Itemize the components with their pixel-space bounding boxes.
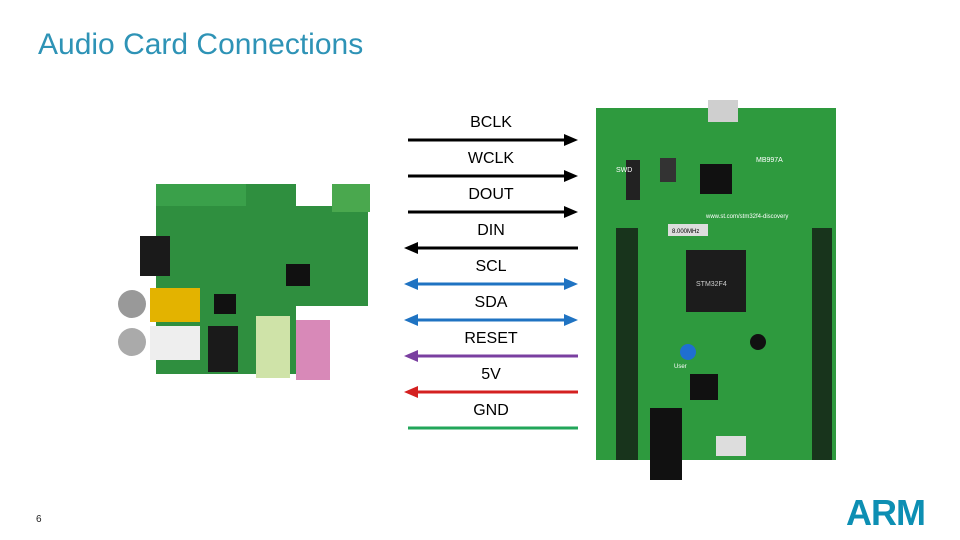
board-label-url: www.st.com/stm32f4-discovery bbox=[705, 214, 788, 220]
signal-label: DIN bbox=[477, 222, 505, 239]
signal-label: BCLK bbox=[470, 114, 512, 131]
arm-logo: ARM bbox=[846, 492, 926, 533]
board-label-user: User bbox=[674, 364, 687, 370]
signal-label: SCL bbox=[475, 258, 507, 275]
page-number: 6 bbox=[36, 514, 42, 525]
arrow-right-icon bbox=[408, 170, 578, 182]
signal-label: RESET bbox=[464, 330, 518, 347]
signal-label: GND bbox=[473, 402, 509, 419]
signal-label: WCLK bbox=[467, 150, 515, 167]
board-label-mb997a: MB997A bbox=[756, 157, 783, 164]
board-label-swd: SWD bbox=[616, 167, 632, 174]
arrow-both-icon bbox=[404, 314, 578, 326]
line-icon bbox=[408, 426, 578, 430]
board-label-crystal: 8.000MHz bbox=[672, 229, 699, 235]
signal-label: 5V bbox=[481, 366, 501, 383]
audio-card-image bbox=[118, 184, 370, 380]
arrow-left-icon bbox=[404, 350, 578, 362]
arrow-both-icon bbox=[404, 278, 578, 290]
board-label-chip: STM32F4 bbox=[696, 281, 727, 288]
signal-label: SDA bbox=[474, 294, 508, 311]
slide-title: Audio Card Connections bbox=[38, 28, 364, 61]
arrow-right-icon bbox=[408, 134, 578, 146]
arrow-right-icon bbox=[408, 206, 578, 218]
arrow-left-icon bbox=[404, 242, 578, 254]
signal-label: DOUT bbox=[468, 186, 514, 203]
discovery-board-image: MB997A www.st.com/stm32f4-discovery SWD … bbox=[596, 100, 836, 480]
arrow-left-icon bbox=[404, 386, 578, 398]
